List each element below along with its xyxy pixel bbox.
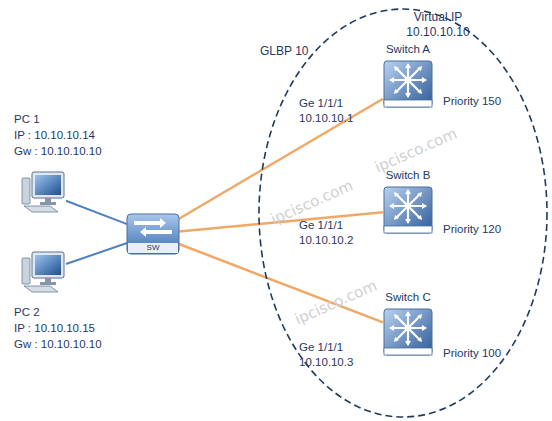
watermark: ipcisco.com <box>372 124 460 176</box>
link-line <box>66 243 127 264</box>
network-link <box>66 201 127 224</box>
pc-node: PC 2IP : 10.10.10.15Gw : 10.10.10.10 <box>20 250 66 294</box>
node-label: GLBP 10 <box>260 44 308 59</box>
node-label: Ge 1/1/1 10.10.10.3 <box>299 340 365 370</box>
node-label: Priority 120 <box>443 222 501 237</box>
node-label: Gw : 10.10.10.10 <box>14 144 102 159</box>
pc-node: PC 1IP : 10.10.10.14Gw : 10.10.10.10 <box>20 170 66 214</box>
node-label: Switch C <box>373 290 443 305</box>
node-label: IP : 10.10.10.15 <box>14 321 95 336</box>
node-label: IP : 10.10.10.14 <box>14 128 95 143</box>
multilayer-switch-icon <box>384 187 432 233</box>
multilayer-switch-icon <box>384 309 432 355</box>
dashed-ellipse <box>259 9 547 417</box>
link-line <box>66 201 127 224</box>
link-line <box>179 244 383 322</box>
l2-switch-icon <box>127 214 179 254</box>
network-link <box>66 243 127 264</box>
multilayer-switch-node: Switch BGe 1/1/1 10.10.10.2Priority 120 <box>383 186 433 234</box>
node-label: Priority 100 <box>443 346 501 361</box>
pc-icon <box>22 252 64 292</box>
multilayer-switch-node: Switch CGe 1/1/1 10.10.10.3Priority 100 <box>383 308 433 356</box>
multilayer-switch-node: Switch AGe 1/1/1 10.10.10.1Priority 150 <box>383 60 433 108</box>
node-label: Switch A <box>373 42 443 57</box>
pc-icon <box>22 172 64 212</box>
node-label: Gw : 10.10.10.10 <box>14 337 102 352</box>
node-label: Priority 150 <box>443 94 501 109</box>
node-label: PC 2 <box>14 305 40 320</box>
node-label: Ge 1/1/1 10.10.10.2 <box>299 218 365 248</box>
switch-node: SW <box>127 214 179 254</box>
watermark: ipcisco.com <box>292 276 380 328</box>
node-label: Ge 1/1/1 10.10.10.1 <box>299 96 365 126</box>
node-label: SW <box>127 243 179 253</box>
multilayer-switch-icon <box>384 61 432 107</box>
node-label: PC 1 <box>14 112 40 127</box>
network-link <box>179 244 383 322</box>
node-label: Virtual IP 10.10.10.10 <box>396 10 480 40</box>
